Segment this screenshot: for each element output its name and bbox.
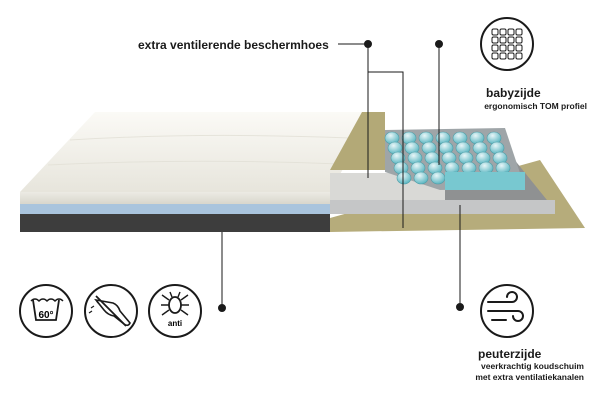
- grid-cell: [499, 52, 507, 60]
- pocket-springs: [384, 131, 514, 185]
- airflow-icon: [480, 284, 534, 338]
- spring-side: [445, 172, 525, 190]
- grid-cell: [515, 36, 523, 44]
- anti-mite-text: anti: [168, 319, 182, 328]
- mattress: [20, 112, 375, 232]
- grid-cell: [515, 28, 523, 36]
- no-hand-wash-icon: [84, 284, 138, 338]
- wash-60-text: 60°: [38, 310, 53, 321]
- pocket-spring-grid-icon: [480, 17, 534, 71]
- toddler-side-line2: met extra ventilatiekanalen: [475, 372, 584, 382]
- grid-cell: [507, 36, 515, 44]
- baby-side-title: babyzijde: [486, 86, 541, 100]
- baby-side-subtitle: ergonomisch TOM profiel: [484, 101, 587, 111]
- pocket-spring: [413, 171, 429, 185]
- toddler-side-title: peuterzijde: [478, 347, 542, 361]
- layer-top-gold: [330, 112, 385, 170]
- grid-cell: [491, 28, 499, 36]
- grid-cell: [515, 52, 523, 60]
- mattress-base: [20, 212, 330, 232]
- grid-cell: [491, 36, 499, 44]
- mattress-cover-top: [20, 112, 375, 192]
- grid-cell: [499, 28, 507, 36]
- grid-cell: [491, 52, 499, 60]
- cover-label: extra ventilerende beschermhoes: [138, 38, 329, 52]
- grid-cell: [507, 52, 515, 60]
- grid-cell: [491, 44, 499, 52]
- grid-cell: [499, 44, 507, 52]
- cutaway: [330, 112, 585, 232]
- grid-cell: [499, 36, 507, 44]
- grid-cell: [507, 44, 515, 52]
- anti-mite-icon: anti: [148, 284, 202, 338]
- mattress-cover-side: [20, 192, 330, 204]
- care-icons: 60° anti: [19, 284, 202, 338]
- pocket-spring: [430, 171, 446, 185]
- toddler-side-line1: veerkrachtig koudschuim: [481, 361, 584, 371]
- pocket-spring: [396, 171, 412, 185]
- leader-lines: [218, 40, 464, 312]
- grid-cell: [515, 44, 523, 52]
- wash-60-icon: 60°: [19, 284, 73, 338]
- grid-cell: [507, 28, 515, 36]
